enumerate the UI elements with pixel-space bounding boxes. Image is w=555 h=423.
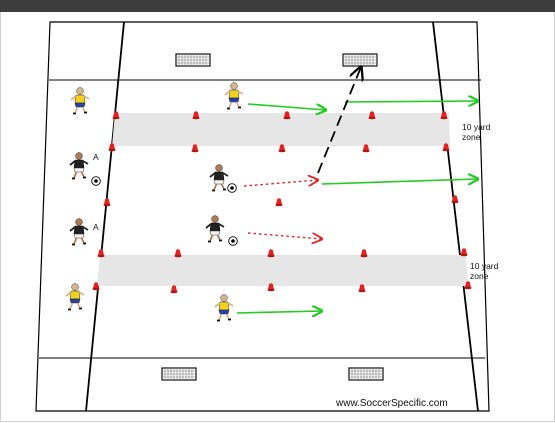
zone-top xyxy=(112,113,450,146)
ball-3 xyxy=(229,237,238,246)
player-label-a-2: A xyxy=(93,222,99,232)
ball-1 xyxy=(92,177,101,186)
zone-bottom xyxy=(97,255,468,286)
zone-label-bottom-line1: 10 yard xyxy=(470,261,499,271)
watermark: www.SoccerSpecific.com xyxy=(335,398,448,409)
zone-label-top-line1: 10 yard xyxy=(462,122,491,132)
zone-label-top-line2: zone xyxy=(462,132,481,142)
player-label-a-1: A xyxy=(93,152,99,162)
ball-2 xyxy=(228,184,237,193)
run-arrow-2 xyxy=(345,101,478,102)
zone-label-bottom-line2: zone xyxy=(470,271,489,281)
field xyxy=(36,22,489,411)
